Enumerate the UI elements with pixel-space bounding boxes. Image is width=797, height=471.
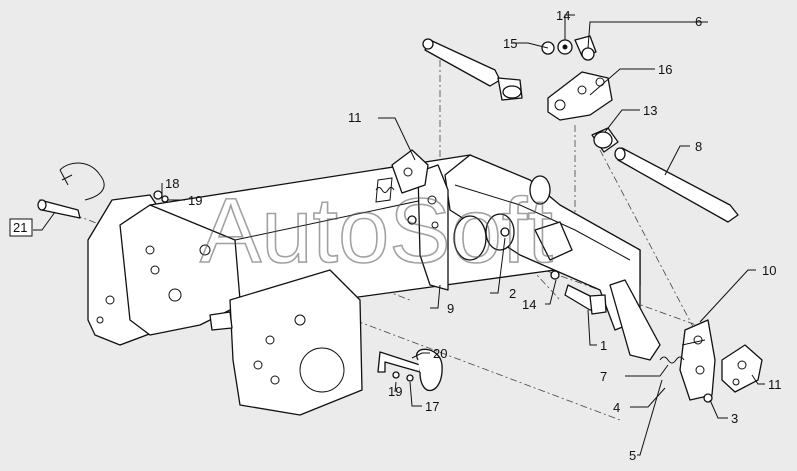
part-13-clamp bbox=[591, 127, 619, 153]
callout-14: 14 bbox=[556, 8, 570, 23]
washers-top bbox=[541, 35, 597, 61]
callout-14b: 14 bbox=[522, 297, 536, 312]
part-1-bolt bbox=[564, 284, 607, 315]
part-21-pin bbox=[37, 162, 105, 219]
main-frame bbox=[87, 154, 661, 416]
callout-4: 4 bbox=[613, 400, 620, 415]
callout-18: 18 bbox=[165, 176, 179, 191]
callout-8: 8 bbox=[695, 139, 702, 154]
callout-13: 13 bbox=[643, 103, 657, 118]
callout-19: 19 bbox=[188, 193, 202, 208]
callout-10: 10 bbox=[762, 263, 776, 278]
callout-3: 3 bbox=[731, 411, 738, 426]
part-11-lower-bracket bbox=[721, 344, 763, 393]
callout-2: 2 bbox=[509, 286, 516, 301]
callout-7: 7 bbox=[600, 369, 607, 384]
part-20-handle bbox=[377, 348, 443, 391]
callout-11: 11 bbox=[348, 110, 362, 125]
callout-16: 16 bbox=[658, 62, 672, 77]
part-8-rod bbox=[614, 147, 739, 223]
callout-1: 1 bbox=[600, 338, 607, 353]
callout-9: 9 bbox=[447, 301, 454, 316]
part-16-link bbox=[547, 71, 613, 121]
part-18-19-small bbox=[153, 190, 169, 203]
callout-20: 20 bbox=[433, 346, 447, 361]
callout-labels: 11 14 6 15 16 13 8 18 19 21 9 2 14 1 10 … bbox=[9, 8, 782, 463]
part-11-upper-bracket bbox=[375, 149, 429, 203]
part-9-plate bbox=[417, 164, 449, 291]
callout-15: 15 bbox=[503, 36, 517, 51]
callout-21-box bbox=[9, 218, 33, 237]
callout-5: 5 bbox=[629, 448, 636, 463]
watermark-text: AutoSoft bbox=[200, 180, 553, 282]
part-10-bracket bbox=[679, 319, 716, 401]
callout-6: 6 bbox=[695, 14, 702, 29]
callout-17: 17 bbox=[425, 399, 439, 414]
callout-19b: 19 bbox=[388, 384, 402, 399]
top-pin-rod bbox=[422, 38, 523, 101]
callout-11b: 11 bbox=[768, 377, 782, 392]
callout-21: 21 bbox=[13, 220, 27, 235]
callout-leaders bbox=[33, 14, 765, 456]
